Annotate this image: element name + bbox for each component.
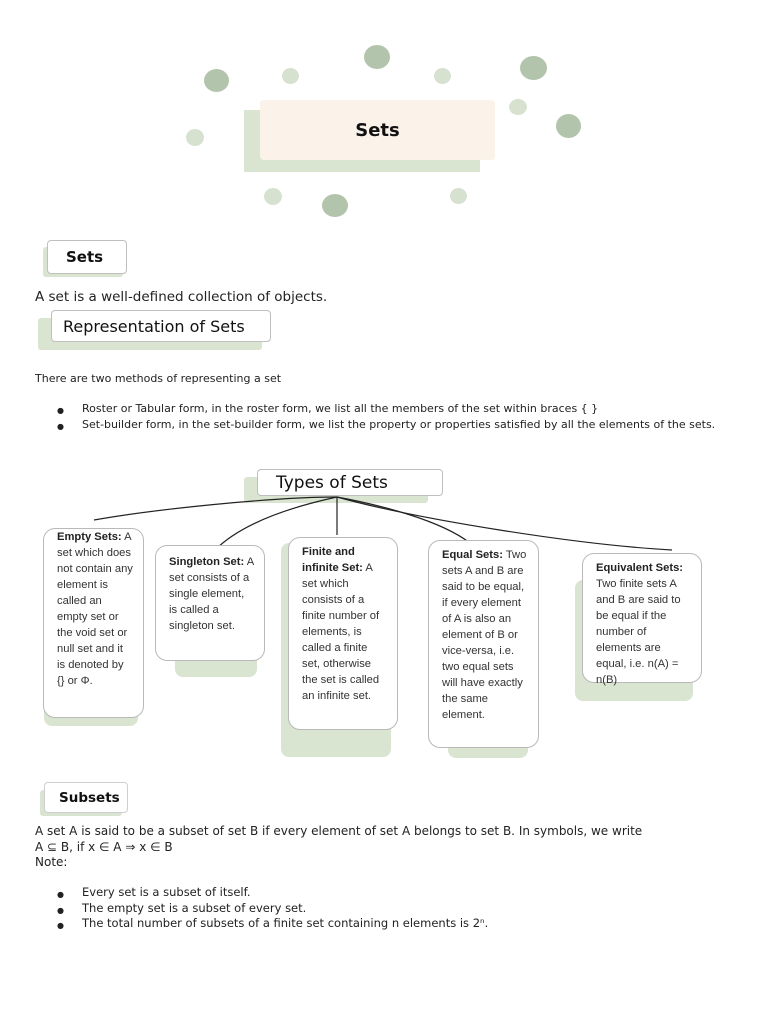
- sets-definition: A set is a well-defined collection of ob…: [35, 289, 328, 305]
- decor-dot: [204, 69, 229, 92]
- card-title: Finite and infinite Set:: [302, 546, 363, 574]
- card-empty-sets: Empty Sets: A set which does not contain…: [43, 528, 144, 718]
- subsets-note: Note:: [35, 855, 68, 869]
- list-item: Every set is a subset of itself.: [35, 885, 725, 902]
- sets-heading: Sets: [47, 240, 127, 274]
- decor-dot: [282, 68, 299, 84]
- card-equal-sets: Equal Sets: Two sets A and B are said to…: [428, 540, 539, 748]
- representation-heading: Representation of Sets: [51, 310, 271, 342]
- subsets-heading: Subsets: [44, 782, 128, 813]
- card-title: Equal Sets:: [442, 549, 503, 561]
- card-title: Singleton Set:: [169, 556, 245, 568]
- connector-line: [336, 496, 673, 551]
- decor-dot: [556, 114, 581, 138]
- card-text: A set which does not contain any element…: [57, 531, 133, 687]
- decor-dot: [364, 45, 390, 69]
- decor-dot: [450, 188, 467, 204]
- page-title: Sets: [260, 100, 495, 160]
- decor-dot: [434, 68, 451, 84]
- decor-dot: [322, 194, 348, 217]
- subsets-definition: A set A is said to be a subset of set B …: [35, 824, 643, 838]
- card-text: A set consists of a single element, is c…: [169, 556, 254, 632]
- decor-dot: [520, 56, 547, 80]
- decor-dot: [264, 188, 282, 205]
- list-item: Roster or Tabular form, in the roster fo…: [35, 401, 725, 419]
- card-title: Empty Sets:: [57, 531, 122, 543]
- card-text: A set which consists of a finite number …: [302, 562, 380, 702]
- list-item: The total number of subsets of a finite …: [35, 916, 725, 933]
- list-item: The empty set is a subset of every set.: [35, 901, 725, 918]
- connector-line: [214, 496, 338, 551]
- subsets-symbols: A ⊆ B, if x ∈ A ⇒ x ∈ B: [35, 840, 173, 854]
- card-singleton-set: Singleton Set: A set consists of a singl…: [155, 545, 265, 661]
- connector-line: [93, 496, 338, 521]
- types-heading: Types of Sets: [257, 469, 443, 496]
- card-finite-infinite-set: Finite and infinite Set: A set which con…: [288, 537, 398, 730]
- decor-dot: [186, 129, 204, 146]
- representation-intro: There are two methods of representing a …: [35, 372, 282, 385]
- card-text: Two finite sets A and B are said to be e…: [596, 578, 681, 686]
- subsets-list: Every set is a subset of itself. The emp…: [35, 885, 725, 933]
- representation-list: Roster or Tabular form, in the roster fo…: [35, 401, 725, 435]
- card-text: Two sets A and B are said to be equal, i…: [442, 549, 527, 721]
- card-equivalent-sets: Equivalent Sets: Two finite sets A and B…: [582, 553, 702, 686]
- decor-dot: [509, 99, 527, 115]
- list-item: Set-builder form, in the set-builder for…: [35, 417, 725, 435]
- connector-line: [336, 496, 471, 544]
- card-title: Equivalent Sets:: [596, 562, 684, 574]
